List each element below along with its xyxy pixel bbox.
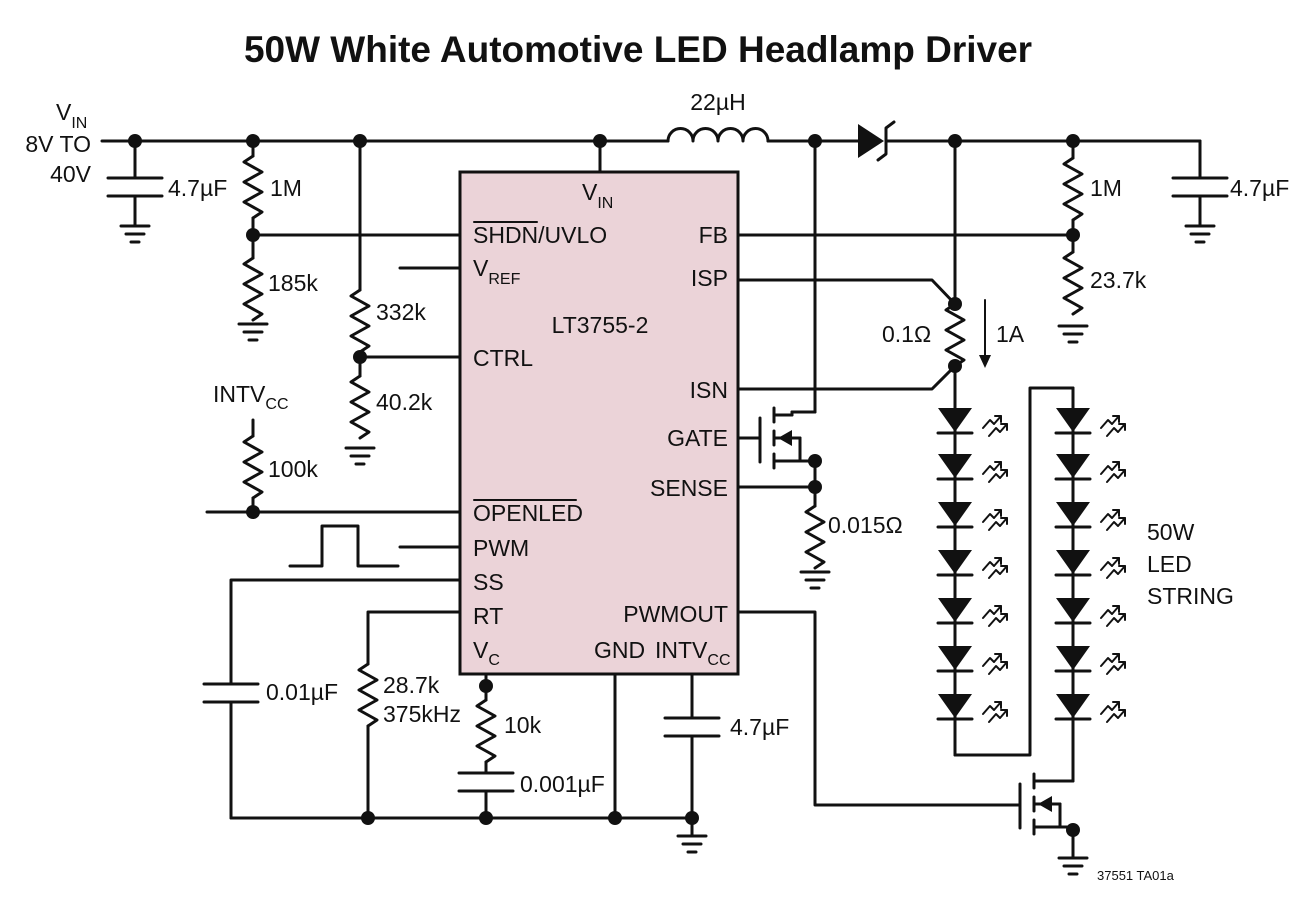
pin-isp-label: ISP [691, 265, 728, 291]
ctrl-divider [344, 139, 462, 466]
intvcc-ext-label: INTVCC [213, 381, 289, 413]
current-sense-resistor [736, 485, 831, 590]
figure-id: 37551 TA01a [1097, 868, 1175, 883]
pin-gnd-label: GND [594, 637, 645, 663]
r-fb-bottom-label: 23.7k [1090, 267, 1147, 293]
led-string-label-2: LED [1147, 551, 1192, 577]
rt-resistor [357, 610, 462, 820]
r-rt-label: 28.7k [383, 672, 440, 698]
led-string-label-3: STRING [1147, 583, 1234, 609]
pin-isn-label: ISN [690, 377, 728, 403]
pin-intvcc-label: INTVCC [655, 637, 731, 669]
r-sense-label: 0.015Ω [828, 512, 903, 538]
c-vc-label: 0.001µF [520, 771, 605, 797]
pwm-input-pulse [288, 524, 462, 568]
inductor-label: 22µH [690, 89, 745, 115]
ic-part-number: LT3755-2 [552, 312, 649, 338]
input-capacitor [106, 139, 164, 244]
vin-label: VIN [56, 99, 87, 132]
c-ss-label: 0.01µF [266, 679, 338, 705]
led-current-sense [736, 139, 991, 406]
ss-capacitor [202, 578, 462, 820]
pin-fb-label: FB [699, 222, 728, 248]
input-rail [100, 139, 670, 174]
r-ctrl-bottom-label: 40.2k [376, 389, 433, 415]
pin-ss-label: SS [473, 569, 504, 595]
power-mosfet [736, 406, 817, 508]
led-string-label-1: 50W [1147, 519, 1195, 545]
input-capacitor-label: 4.7µF [168, 175, 227, 201]
r-rt-freq-label: 375kHz [383, 701, 461, 727]
r-pullup-label: 100k [268, 456, 318, 482]
pin-ctrl-label: CTRL [473, 345, 533, 371]
pwm-dimming-mosfet [736, 610, 1089, 876]
uvlo-divider [237, 139, 462, 342]
led-string-right [1054, 386, 1127, 782]
schottky-diode [858, 120, 1202, 162]
pin-vin-label: VIN [582, 179, 613, 212]
fb-divider [736, 139, 1089, 344]
diagram-title: 50W White Automotive LED Headlamp Driver [244, 29, 1032, 70]
r-vc-label: 10k [504, 712, 542, 738]
r-sense-led-label: 0.1Ω [882, 321, 931, 347]
pin-openled-label: OPENLED [473, 500, 583, 526]
pin-rt-label: RT [473, 603, 503, 629]
output-capacitor [1171, 139, 1229, 244]
led-string-left [936, 386, 1075, 757]
led-current-label: 1A [996, 321, 1025, 347]
pin-vref-label: VREF [473, 255, 521, 288]
vin-range-line1: 8V TO [25, 131, 91, 157]
ic-body [458, 170, 740, 676]
pin-vc-label: VC [473, 637, 500, 669]
vin-range-line2: 40V [50, 161, 92, 187]
pin-gate-label: GATE [667, 425, 728, 451]
pin-sense-label: SENSE [650, 475, 728, 501]
junction-dots [128, 134, 1080, 837]
r-fb-top-label: 1M [1090, 175, 1122, 201]
switch-node [790, 139, 817, 414]
c-intvcc-label: 4.7µF [730, 714, 789, 740]
pin-pwmout-label: PWMOUT [623, 601, 728, 627]
r-uvlo-top-label: 1M [270, 175, 302, 201]
vc-compensation [457, 672, 515, 820]
output-capacitor-label: 4.7µF [1230, 175, 1289, 201]
openled-pullup [205, 418, 462, 514]
inductor [666, 127, 860, 143]
r-ctrl-top-label: 332k [376, 299, 426, 325]
pin-pwm-label: PWM [473, 535, 529, 561]
r-uvlo-bottom-label: 185k [268, 270, 318, 296]
pin-shdn-uvlo-label: SHDN/UVLO [473, 222, 607, 248]
